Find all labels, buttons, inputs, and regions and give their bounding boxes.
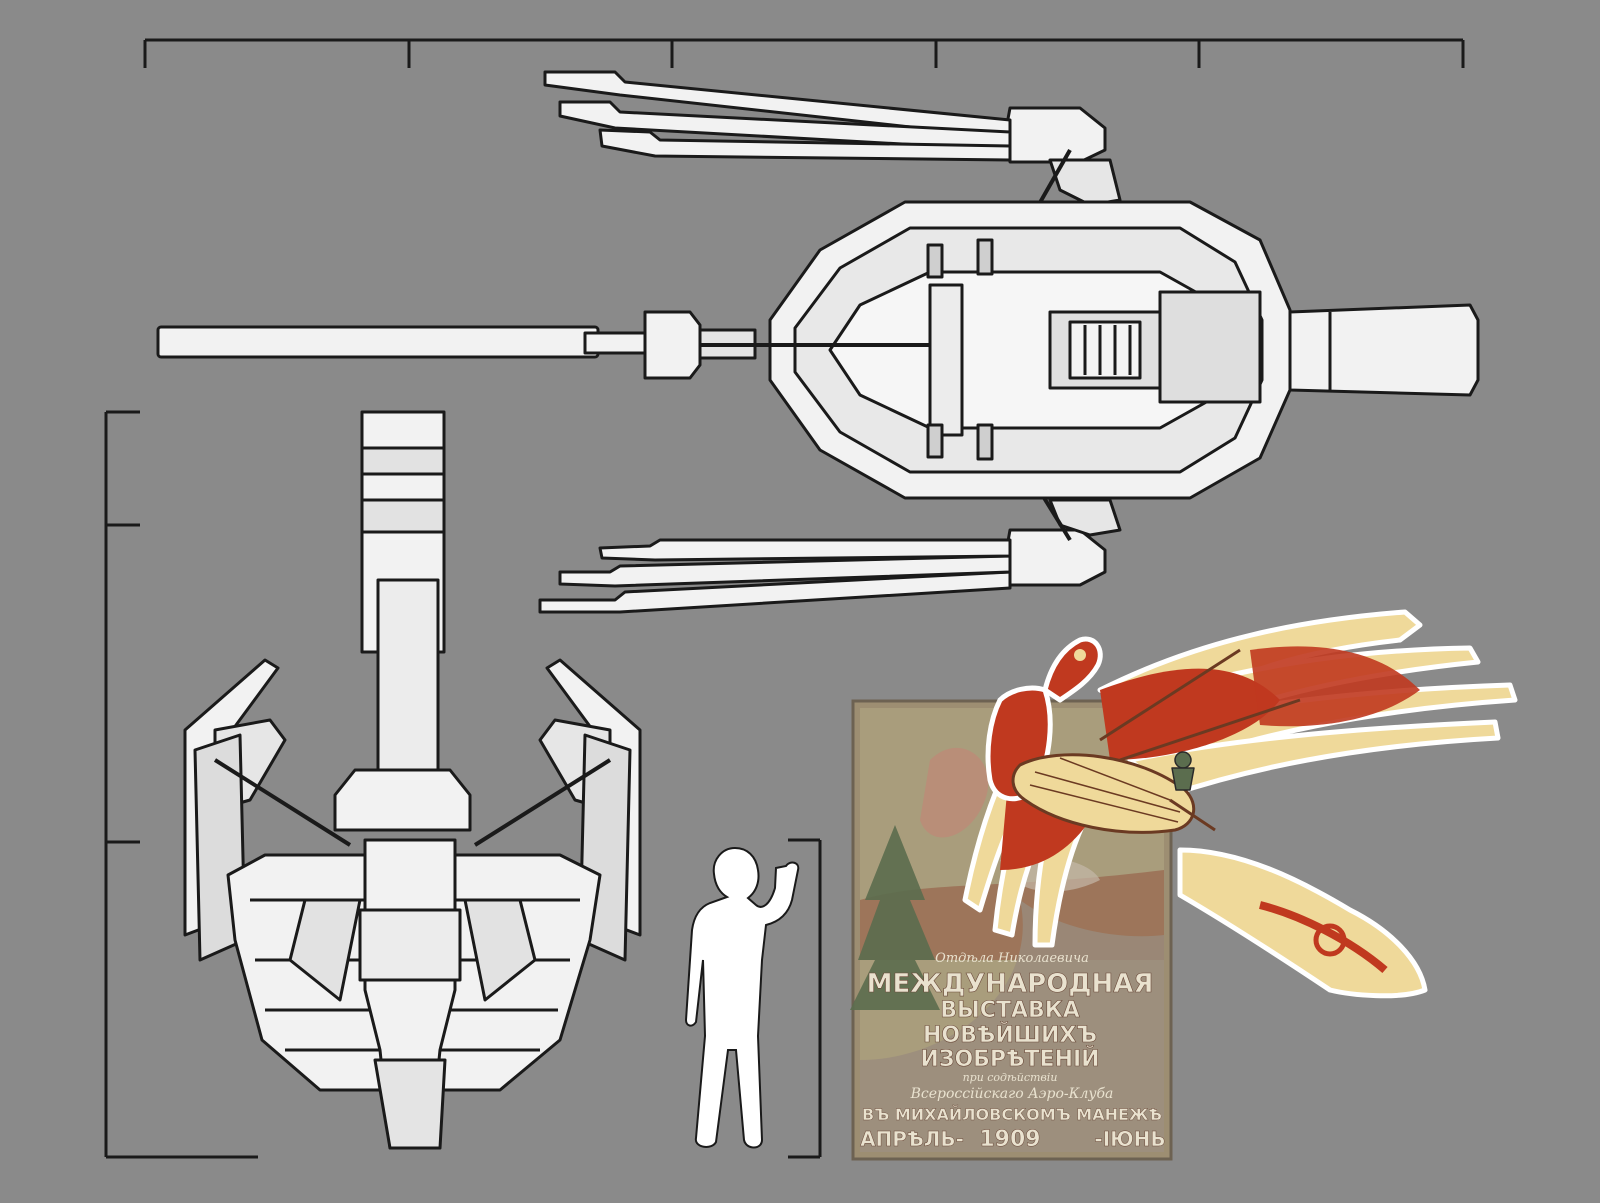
poster-line: МЕЖДУНАРОДНАЯ [867, 969, 1154, 999]
poster-date-end: -ІЮНЬ [1094, 1127, 1165, 1151]
folk-art-bird-illustration [962, 609, 1518, 999]
bird-rigging [1099, 648, 1301, 832]
oarlock [976, 238, 994, 276]
bird-boat-hull [1011, 753, 1196, 834]
bow-cylinder [1288, 303, 1480, 397]
poster-line: ВЫСТАВКА [940, 998, 1080, 1023]
human-height-bracket [788, 838, 822, 1159]
engine-block [1048, 290, 1262, 404]
poster-line: Отдѣла Николаевича [935, 951, 1089, 966]
hull-panel [463, 898, 537, 1002]
poster-year: 1909 [979, 1127, 1040, 1152]
horizontal-scale-ruler [143, 38, 1465, 68]
bird-tail [1177, 847, 1428, 999]
oarlock [926, 243, 944, 279]
poster-line: ВЪ МИХАЙЛОВСКОМЪ МАНЕЖѢ [862, 1105, 1162, 1124]
poster-line: Всероссійскаго Аэро-Клуба [910, 1086, 1114, 1102]
tail-pole [156, 325, 600, 359]
oarlock [926, 423, 944, 459]
pine-tree [850, 825, 940, 1010]
neck-collar [333, 768, 472, 832]
bird-back-wing [1097, 609, 1518, 798]
poster-line: при содѣйствіи [963, 1071, 1058, 1084]
hull-panel [288, 898, 362, 1002]
poster-line: ИЗОБРѢТЕНІЙ [920, 1046, 1099, 1072]
front-view-drawing [183, 410, 642, 1150]
pole-clamp [643, 310, 702, 380]
human-silhouette [684, 846, 800, 1149]
bird-pilot [1171, 751, 1195, 791]
poster-date-start: АПРѢЛЬ- [860, 1127, 964, 1151]
vertical-scale-ruler [104, 410, 258, 1159]
lower-wing [538, 408, 1122, 614]
poster-line: НОВѢЙШИХЪ [923, 1022, 1097, 1048]
cross-bench [928, 283, 964, 437]
oarlock [976, 423, 994, 461]
upper-wing [543, 70, 1122, 291]
top-view-drawing [156, 70, 1480, 614]
